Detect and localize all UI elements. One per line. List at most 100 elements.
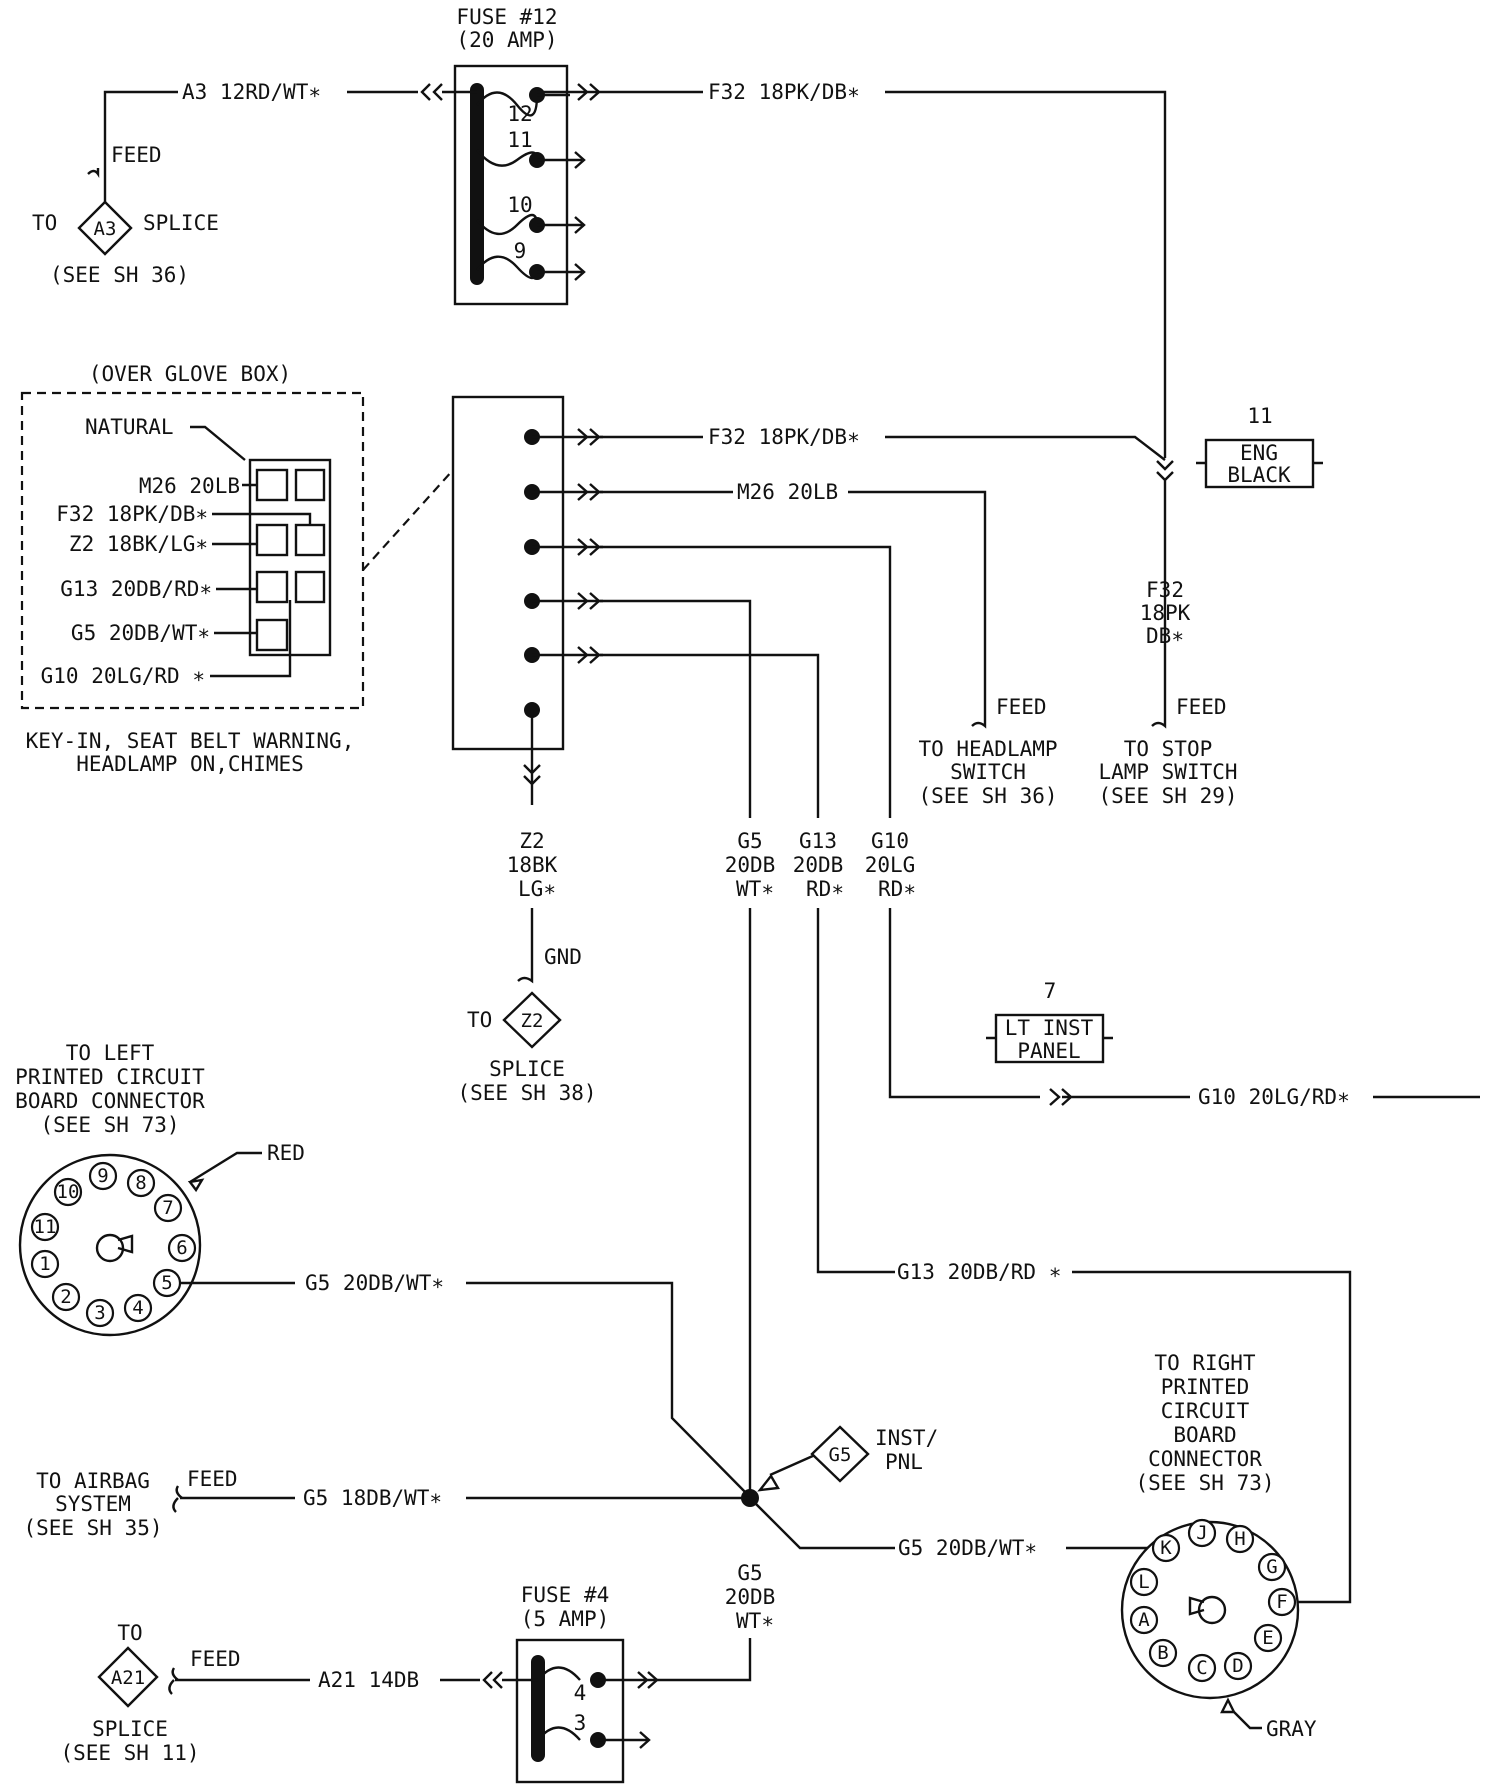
stop-lamp-destination: FEED TO STOP LAMP SWITCH (SEE SH 29) [1098, 690, 1238, 808]
fuse-pin-label: 9 [514, 239, 527, 263]
destination-label: SYSTEM [55, 1492, 131, 1516]
wire-vertical-label: F32 [1146, 578, 1184, 602]
main-connector [451, 395, 603, 805]
connector-body [451, 395, 565, 751]
pin-circle [123, 1293, 153, 1323]
gnd-label: GND [544, 945, 582, 969]
keyway [95, 1233, 125, 1263]
wire-g13 [600, 653, 820, 818]
right-pcb-connector: TO RIGHT PRINTED CIRCUIT BOARD CONNECTOR… [1120, 1351, 1317, 1741]
splice-diamond-z2 [502, 991, 562, 1049]
pin-label: B [1157, 1642, 1168, 1664]
to-label: TO [467, 1008, 492, 1032]
destination-label: TO STOP [1124, 737, 1213, 761]
wire-label-m26: M26 20LB [737, 480, 838, 504]
splice-id: G5 [829, 1444, 852, 1466]
box-line: BLACK [1227, 463, 1291, 487]
feed-label: FEED [187, 1467, 238, 1491]
pin-circle [53, 1177, 83, 1207]
destination-label: (SEE SH 29) [1098, 784, 1237, 808]
wire-g10 [600, 545, 892, 818]
connector-color: RED [267, 1141, 305, 1165]
gnd-break [517, 975, 534, 984]
wire-line [1156, 460, 1174, 690]
wire-line [466, 1281, 751, 1498]
pin-label: G [1266, 1556, 1277, 1578]
fuse-12: FUSE #12 (20 AMP) 12 11 10 9 [453, 5, 586, 306]
wire-line [537, 83, 703, 101]
airbag-destination: TO AIRBAG SYSTEM (SEE SH 35) FEED G5 18D… [23, 1467, 750, 1540]
connector-number: 11 [1247, 404, 1272, 428]
wire-vertical-label: G10 [871, 829, 909, 853]
leader-line [187, 1151, 262, 1193]
wire-label-g13: G13 20DB/RD ∗ [897, 1260, 1061, 1284]
connector-arrows [574, 151, 586, 281]
wire-vertical-label: WT∗ [736, 877, 774, 901]
pin-label: F [1276, 1591, 1287, 1613]
to-label: TO [117, 1621, 142, 1645]
see-sheet-label: (SEE SH 11) [60, 1741, 199, 1765]
color-label: NATURAL [85, 415, 174, 439]
pin-label: 2 [60, 1286, 71, 1308]
fuse-4: FUSE #4 (5 AMP) 4 3 [515, 1583, 659, 1784]
wire-line [103, 90, 178, 202]
splice-diamond-g5 [810, 1425, 870, 1483]
fuse-pin-label: 10 [507, 193, 532, 217]
fuse-4-title: FUSE #4 [521, 1583, 610, 1607]
pin-circle [1129, 1567, 1159, 1597]
wire-vertical-label: 20LG [865, 853, 916, 877]
wire-vertical-label: G13 [799, 829, 837, 853]
pin-circle [1129, 1605, 1159, 1635]
splice-id: A3 [94, 218, 117, 240]
wire-vertical-label: RD∗ [878, 877, 916, 901]
wire-g10-vertical [888, 908, 1190, 1106]
fuse-output-stubs [598, 1671, 659, 1749]
fuse-output-stubs [537, 93, 582, 274]
destination-label: TO HEADLAMP [918, 737, 1057, 761]
fuse-4-rating: (5 AMP) [521, 1607, 610, 1631]
wire-line [347, 83, 477, 101]
pin-circle [1257, 1552, 1287, 1582]
pin-label: 9 [97, 1165, 108, 1187]
a21-splice: TO A21 FEED A21 14DB SPLICE (SEE SH 11) [60, 1621, 538, 1765]
inset-border [20, 391, 365, 710]
feed-label: FEED [111, 143, 162, 167]
keyway [1197, 1595, 1227, 1625]
box-line: PANEL [1017, 1039, 1080, 1063]
wire-label-a3: A3 12RD/WT∗ [182, 80, 321, 104]
fuse-pin-label: 11 [507, 128, 532, 152]
wire-vertical-label: RD∗ [806, 877, 844, 901]
pin-circle [85, 1298, 115, 1328]
pin-label: 11 [34, 1216, 57, 1238]
connector-color: GRAY [1266, 1717, 1317, 1741]
feed-label: FEED [1176, 695, 1227, 719]
wire-label-f32: F32 18PK/DB∗ [708, 80, 860, 104]
leader-line [190, 425, 246, 461]
pcb-label: (SEE SH 73) [1135, 1471, 1274, 1495]
terminal-stubs [530, 435, 603, 805]
splice-id: Z2 [521, 1010, 544, 1032]
inset-caption: KEY-IN, SEAT BELT WARNING, [26, 729, 355, 753]
pin-label: D [1232, 1655, 1243, 1677]
pcb-label: (SEE SH 73) [40, 1113, 179, 1137]
g-wires: G5 20DB WT∗ G13 20DB RD∗ G10 20LG RD∗ [600, 545, 1190, 1498]
fuse-element-12 [476, 91, 539, 117]
pin-label: E [1262, 1627, 1273, 1649]
pin-circle [1267, 1587, 1297, 1617]
fuse-element-3 [537, 1726, 581, 1741]
inset-wire-label: G10 20LG/RD ∗ [41, 664, 205, 688]
lt-inst-box [994, 1013, 1105, 1064]
wire-line [848, 490, 987, 720]
left-pcb-connector: TO LEFT PRINTED CIRCUIT BOARD CONNECTOR … [15, 1041, 751, 1498]
pin-label: C [1196, 1657, 1207, 1679]
inset-wire-label: G5 20DB/WT∗ [71, 621, 210, 645]
inset-caption: HEADLAMP ON,CHIMES [76, 752, 304, 776]
fuse-pin-label: 12 [507, 102, 532, 126]
connector-detail-inset: (OVER GLOVE BOX) NATURAL M26 20LB F32 18… [20, 362, 454, 776]
box-line: ENG [1240, 441, 1278, 465]
a3-wire: A3 12RD/WT∗ FEED TO A3 SPLICE (SEE SH 36… [32, 80, 477, 287]
pin-label: 1 [39, 1253, 50, 1275]
wire-line [440, 1671, 538, 1689]
